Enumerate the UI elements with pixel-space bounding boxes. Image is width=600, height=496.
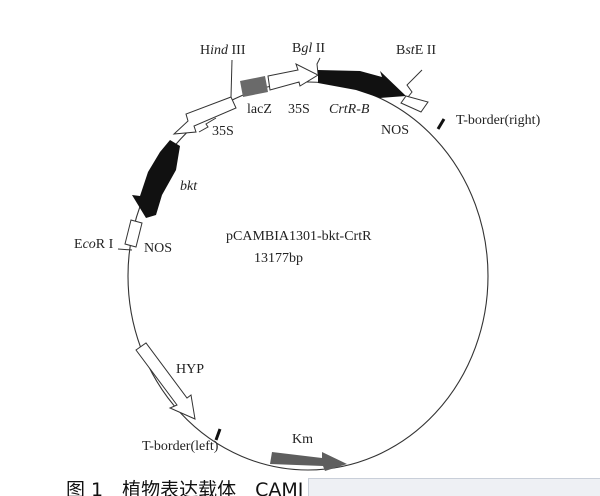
crtrb-arrow: [318, 70, 406, 98]
bste2-label: BstE II: [396, 43, 436, 58]
tborder-left-tick: [214, 428, 222, 441]
bkt-arrow: [132, 140, 180, 218]
p35s-left-arrow: [172, 96, 237, 135]
km-arrow: [270, 452, 347, 471]
ecor1-site-line: [117, 248, 133, 251]
nos-left-label: NOS: [144, 241, 172, 256]
bste2-site-line: [406, 69, 423, 98]
lacz-feature: [240, 76, 268, 97]
caption-overlay-box: [308, 478, 600, 496]
plasmid-size: 13177bp: [254, 251, 303, 266]
km-label: Km: [292, 432, 313, 447]
nos-left-feature: [124, 219, 143, 248]
tborder-right-tick: [436, 118, 446, 130]
hyp-label: HYP: [176, 362, 204, 377]
hyp-arrow: [135, 342, 196, 420]
plasmid-name: pCAMBIA1301-bkt-CrtR: [226, 229, 372, 244]
bgl2-label: Bgl II: [292, 41, 325, 56]
lacz-label: lacZ: [247, 102, 272, 117]
figure-caption: 图 1 植物表达载体 CAMI: [66, 479, 303, 496]
p35s-top-label: 35S: [288, 102, 310, 117]
ecor1-label: EcoR I: [74, 237, 114, 252]
crtrb-label: CrtR-B: [329, 102, 370, 117]
nos-top-feature: [400, 95, 429, 113]
hind3-site-line: [230, 59, 233, 98]
p35s-left-leader: [198, 117, 217, 133]
nos-top-label: NOS: [381, 123, 409, 138]
hind3-label: Hind III: [200, 43, 246, 58]
bkt-label: bkt: [180, 179, 198, 194]
plasmid-backbone: [127, 81, 489, 471]
tborder-left-label: T-border(left): [142, 439, 219, 454]
p35s-left-label: 35S: [212, 124, 234, 139]
tborder-right-label: T-border(right): [456, 113, 541, 128]
bgl2-site-line: [316, 57, 321, 75]
p35s-top-arrow: [267, 63, 320, 91]
